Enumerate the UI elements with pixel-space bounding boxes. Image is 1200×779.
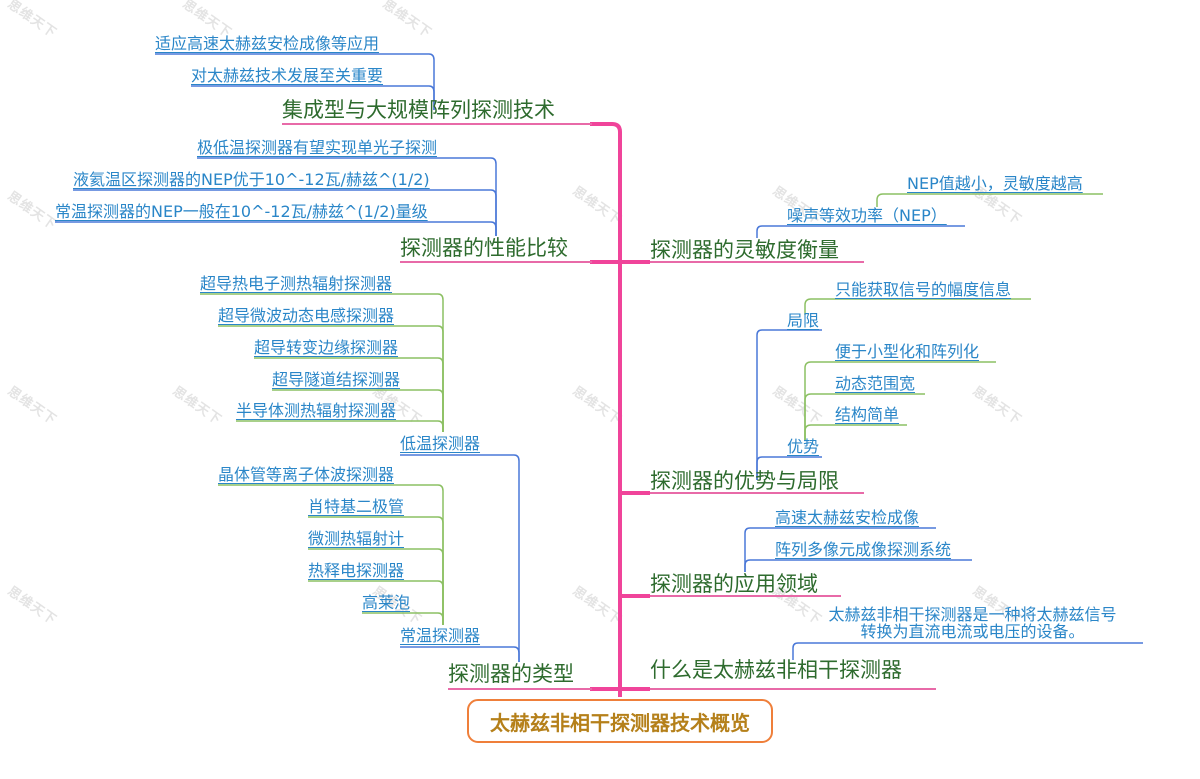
- leaf-application-1[interactable]: 高速太赫兹安检成像: [775, 508, 920, 527]
- watermark: 思维天下: [969, 383, 1025, 429]
- leaf-room-temp-1[interactable]: 晶体管等离子体波探测器: [218, 465, 395, 484]
- watermark: 思维天下: [4, 383, 60, 429]
- branch-pros-cons[interactable]: 探测器的优势与局限: [650, 469, 839, 493]
- sub-nep[interactable]: 噪声等效功率（NEP）: [787, 206, 947, 225]
- definition-description[interactable]: 太赫兹非相干探测器是一种将太赫兹信号 转换为直流电流或电压的设备。: [800, 605, 1145, 641]
- root-topic-label: 太赫兹非相干探测器技术概览: [490, 710, 750, 735]
- leaf-low-temp-3[interactable]: 超导转变边缘探测器: [254, 338, 399, 357]
- leaf-application-2[interactable]: 阵列多像元成像探测系统: [775, 540, 952, 559]
- watermark: 思维天下: [169, 383, 225, 429]
- watermark: 思维天下: [4, 188, 60, 234]
- leaf-performance-3[interactable]: 常温探测器的NEP一般在10^-12瓦/赫兹^(1/2)量级: [55, 202, 428, 221]
- leaf-low-temp-2[interactable]: 超导微波动态电感探测器: [218, 306, 395, 325]
- watermark: 思维天下: [569, 183, 625, 229]
- branch-sensitivity[interactable]: 探测器的灵敏度衡量: [650, 238, 839, 262]
- branch-definition[interactable]: 什么是太赫兹非相干探测器: [650, 658, 902, 682]
- sub-advantages[interactable]: 优势: [787, 437, 820, 456]
- leaf-integration-1[interactable]: 适应高速太赫兹安检成像等应用: [155, 34, 380, 53]
- leaf-performance-1[interactable]: 极低温探测器有望实现单光子探测: [197, 138, 438, 157]
- leaf-room-temp-5[interactable]: 高莱泡: [362, 593, 411, 612]
- branch-applications[interactable]: 探测器的应用领域: [650, 572, 818, 596]
- leaf-low-temp-1[interactable]: 超导热电子测热辐射探测器: [200, 274, 393, 293]
- leaf-room-temp-3[interactable]: 微测热辐射计: [308, 529, 405, 548]
- branch-integration-array[interactable]: 集成型与大规模阵列探测技术: [282, 98, 555, 122]
- leaf-room-temp-2[interactable]: 肖特基二极管: [308, 497, 405, 516]
- definition-line-1: 太赫兹非相干探测器是一种将太赫兹信号: [828, 605, 1117, 624]
- leaf-nep-1[interactable]: NEP值越小，灵敏度越高: [907, 174, 1083, 193]
- leaf-limitation-1[interactable]: 只能获取信号的幅度信息: [835, 280, 1012, 299]
- leaf-low-temp-4[interactable]: 超导隧道结探测器: [272, 370, 401, 389]
- sub-limitations[interactable]: 局限: [787, 311, 820, 330]
- leaf-integration-2[interactable]: 对太赫兹技术发展至关重要: [191, 66, 384, 85]
- watermark: 思维天下: [569, 583, 625, 629]
- watermark: 思维天下: [569, 383, 625, 429]
- branch-types[interactable]: 探测器的类型: [448, 662, 574, 686]
- definition-line-2: 转换为直流电流或电压的设备。: [860, 621, 1085, 641]
- leaf-advantage-2[interactable]: 动态范围宽: [835, 374, 916, 393]
- watermark: 思维天下: [769, 383, 825, 429]
- leaf-advantage-3[interactable]: 结构简单: [835, 405, 900, 424]
- leaf-room-temp-4[interactable]: 热释电探测器: [308, 561, 405, 580]
- leaf-advantage-1[interactable]: 便于小型化和阵列化: [835, 342, 980, 361]
- sub-low-temp-detectors[interactable]: 低温探测器: [400, 434, 481, 453]
- leaf-low-temp-5[interactable]: 半导体测热辐射探测器: [236, 401, 397, 420]
- leaf-performance-2[interactable]: 液氦温区探测器的NEP优于10^-12瓦/赫兹^(1/2): [73, 170, 430, 189]
- watermark: 思维天下: [4, 0, 60, 42]
- watermark: 思维天下: [4, 583, 60, 629]
- sub-room-temp-detectors[interactable]: 常温探测器: [400, 626, 481, 645]
- root-topic[interactable]: 太赫兹非相干探测器技术概览: [467, 699, 773, 743]
- watermark: 思维天下: [379, 0, 435, 42]
- branch-performance[interactable]: 探测器的性能比较: [400, 236, 568, 260]
